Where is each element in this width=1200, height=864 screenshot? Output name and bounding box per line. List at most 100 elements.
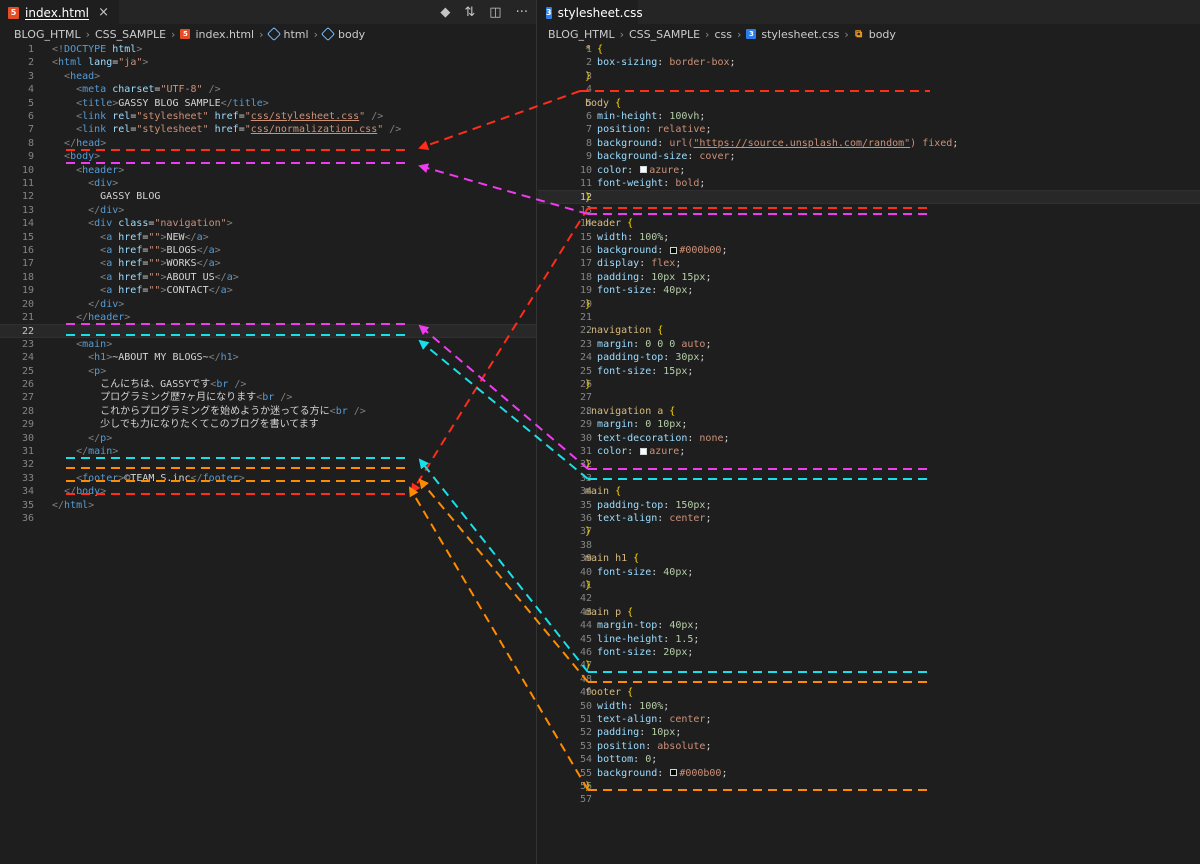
html-code-line[interactable]: 5 <title>GASSY BLOG SAMPLE</title> [0,97,536,110]
css-code-line[interactable]: 4 [538,83,1200,96]
git-compare-icon[interactable]: ◆ [440,4,451,20]
css-code-line[interactable]: 29 margin: 0 10px; [538,418,1200,431]
html-code-line[interactable]: 22 [0,324,536,338]
css-code-line[interactable]: 33 [538,472,1200,485]
html-code-line[interactable]: 7 <link rel="stylesheet" href="css/norma… [0,123,536,136]
html-code-line[interactable]: 25 <p> [0,365,536,378]
css-code-line[interactable]: 45 line-height: 1.5; [538,633,1200,646]
css-code-line[interactable]: 56} [538,780,1200,793]
css-code-line[interactable]: 47} [538,659,1200,672]
css-code-line[interactable]: 24 padding-top: 30px; [538,351,1200,364]
html-code-line[interactable]: 20 </div> [0,298,536,311]
css-code-line[interactable]: 16 background: #000b00; [538,244,1200,257]
css-code-line[interactable]: 30 text-decoration: none; [538,432,1200,445]
breadcrumb-item[interactable]: body [337,27,366,41]
html-code-line[interactable]: 35</html> [0,499,536,512]
css-code-line[interactable]: 13 [538,204,1200,217]
html-code-line[interactable]: 11 <div> [0,177,536,190]
breadcrumb-item[interactable]: css [714,27,732,41]
css-code-line[interactable]: 7 position: relative; [538,123,1200,136]
css-code-line[interactable]: 26} [538,378,1200,391]
css-code-line[interactable]: 50 width: 100%; [538,700,1200,713]
css-code-line[interactable]: 21 [538,311,1200,324]
html-code-line[interactable]: 33 <footer>©TEAM S.inc</footer> [0,472,536,485]
html-code-line[interactable]: 8 </head> [0,137,536,150]
html-code-line[interactable]: 28 これからプログラミングを始めようか迷ってる方に<br /> [0,405,536,418]
css-code-line[interactable]: 31 color: azure; [538,445,1200,458]
css-code-line[interactable]: 36 text-align: center; [538,512,1200,525]
breadcrumb-item[interactable]: stylesheet.css [761,27,840,41]
html-code-line[interactable]: 30 </p> [0,432,536,445]
breadcrumb-item[interactable]: html [283,27,309,41]
html-code-line[interactable]: 19 <a href="">CONTACT</a> [0,284,536,297]
html-code-line[interactable]: 36 [0,512,536,525]
html-code-line[interactable]: 4 <meta charset="UTF-8" /> [0,83,536,96]
tab-stylesheet-css[interactable]: 3 stylesheet.css [538,0,643,24]
html-code-line[interactable]: 3 <head> [0,70,536,83]
css-code-line[interactable]: 17 display: flex; [538,257,1200,270]
css-code-line[interactable]: 15 width: 100%; [538,231,1200,244]
html-code-line[interactable]: 18 <a href="">ABOUT US</a> [0,271,536,284]
css-code-line[interactable]: 23 margin: 0 0 0 auto; [538,338,1200,351]
color-swatch-icon[interactable] [640,447,648,455]
css-code-line[interactable]: 11 font-weight: bold; [538,177,1200,190]
split-editor-icon[interactable]: ◫ [489,4,502,20]
html-code-line[interactable]: 31 </main> [0,445,536,458]
breadcrumb-item[interactable]: CSS_SAMPLE [628,27,701,41]
html-code-line[interactable]: 29 少しでも力になりたくてこのブログを書いてます [0,418,536,431]
color-swatch-icon[interactable] [670,769,678,777]
css-code-line[interactable]: 38 [538,539,1200,552]
css-code-line[interactable]: 25 font-size: 15px; [538,365,1200,378]
css-code-line[interactable]: 12} [538,190,1200,204]
html-code-line[interactable]: 16 <a href="">BLOGS</a> [0,244,536,257]
css-code-line[interactable]: 42 [538,592,1200,605]
html-code-line[interactable]: 21 </header> [0,311,536,324]
css-code-line[interactable]: 54 bottom: 0; [538,753,1200,766]
css-code-line[interactable]: 3} [538,70,1200,83]
css-code-line[interactable]: 41} [538,579,1200,592]
breadcrumb-item[interactable]: body [868,27,896,41]
html-code-line[interactable]: 23 <main> [0,338,536,351]
css-code-line[interactable]: 51 text-align: center; [538,713,1200,726]
html-code-line[interactable]: 13 </div> [0,204,536,217]
html-code-line[interactable]: 34 </body> [0,485,536,498]
close-tab-icon[interactable]: × [98,5,109,20]
html-code-line[interactable]: 1<!DOCTYPE html> [0,43,536,56]
breadcrumb-item[interactable]: CSS_SAMPLE [94,27,167,41]
breadcrumb-item[interactable]: index.html [195,27,255,41]
css-code-line[interactable]: 28.navigation a { [538,405,1200,418]
css-code-line[interactable]: 48 [538,673,1200,686]
css-code-line[interactable]: 10 color: azure; [538,164,1200,177]
html-code-line[interactable]: 12 GASSY BLOG [0,190,536,203]
html-code-line[interactable]: 32 [0,458,536,471]
css-code-line[interactable]: 2 box-sizing: border-box; [538,56,1200,69]
color-swatch-icon[interactable] [640,166,648,174]
html-code-line[interactable]: 27 プログラミング歴7ヶ月になります<br /> [0,391,536,404]
css-code-line[interactable]: 22.navigation { [538,324,1200,337]
breadcrumb-item[interactable]: BLOG_HTML [548,27,615,41]
html-code-line[interactable]: 9 <body> [0,150,536,163]
css-code-line[interactable]: 19 font-size: 40px; [538,284,1200,297]
more-actions-icon[interactable]: ··· [515,4,528,20]
css-code-line[interactable]: 55 background: #000b00; [538,767,1200,780]
html-code-line[interactable]: 17 <a href="">WORKS</a> [0,257,536,270]
html-code-line[interactable]: 2<html lang="ja"> [0,56,536,69]
tab-index-html[interactable]: 5 index.html × [0,0,120,24]
html-code-line[interactable]: 24 <h1>~ABOUT MY BLOGS~</h1> [0,351,536,364]
html-code-line[interactable]: 14 <div class="navigation"> [0,217,536,230]
html-code-line[interactable]: 26 こんにちは、GASSYです<br /> [0,378,536,391]
css-code-line[interactable]: 57 [538,793,1200,806]
css-code-line[interactable]: 8 background: url("https://source.unspla… [538,137,1200,150]
color-swatch-icon[interactable] [670,246,678,254]
css-code-line[interactable]: 52 padding: 10px; [538,726,1200,739]
source-control-icon[interactable]: ⇅ [464,4,476,20]
html-code-line[interactable]: 15 <a href="">NEW</a> [0,231,536,244]
css-code-line[interactable]: 40 font-size: 40px; [538,566,1200,579]
html-code-line[interactable]: 6 <link rel="stylesheet" href="css/style… [0,110,536,123]
css-code-line[interactable]: 9 background-size: cover; [538,150,1200,163]
